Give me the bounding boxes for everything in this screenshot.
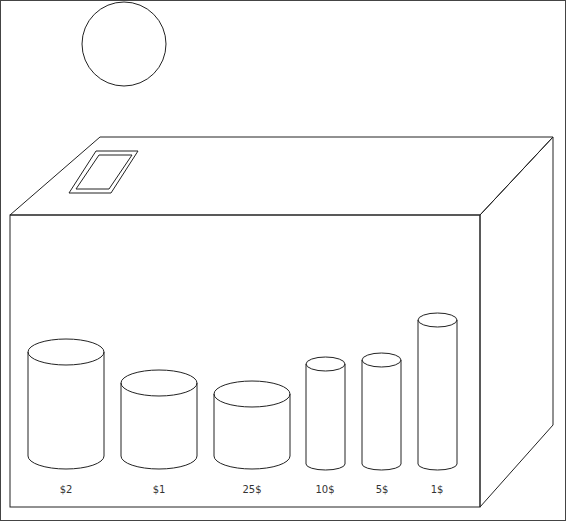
coin-slot-inner — [76, 155, 132, 189]
coin-stacks — [28, 313, 457, 470]
coin-slot — [69, 151, 138, 193]
coin-label: 5$ — [376, 484, 389, 496]
box-side — [480, 137, 553, 507]
sun-circle — [82, 2, 166, 86]
coin-label: 1$ — [431, 484, 444, 496]
coin-label: $1 — [153, 484, 166, 496]
coin-label: 10$ — [315, 484, 334, 496]
coin-label: 25$ — [242, 484, 261, 496]
box-front — [10, 215, 480, 507]
box-top — [10, 137, 553, 215]
coin-label: $2 — [60, 484, 73, 496]
